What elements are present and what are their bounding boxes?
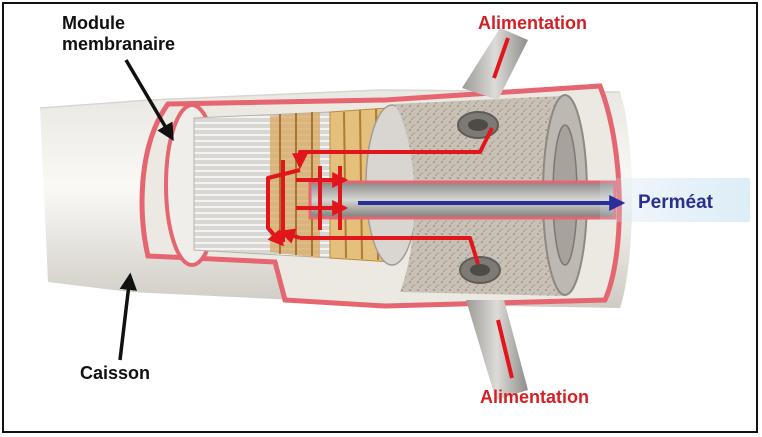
feed-flow-arrows: [266, 127, 494, 265]
caisson-label: Caisson: [80, 363, 151, 383]
alimentation-bottom-label: Alimentation: [480, 387, 590, 407]
feed-port-top: [457, 28, 528, 139]
permeate-outlet: [308, 178, 750, 222]
permeat-label: Perméat: [638, 192, 713, 213]
alimentation-bottom-pointer: [496, 319, 514, 379]
module-label-line2: membranaire: [62, 34, 176, 54]
module-label-line1: Module: [62, 13, 125, 33]
caisson-pointer-arrow: [118, 272, 138, 361]
module-pointer-arrow: [124, 59, 174, 142]
alimentation-top-pointer: [492, 37, 510, 79]
alimentation-top-label: Alimentation: [478, 13, 588, 33]
module-label: Module membranaire: [62, 14, 175, 53]
